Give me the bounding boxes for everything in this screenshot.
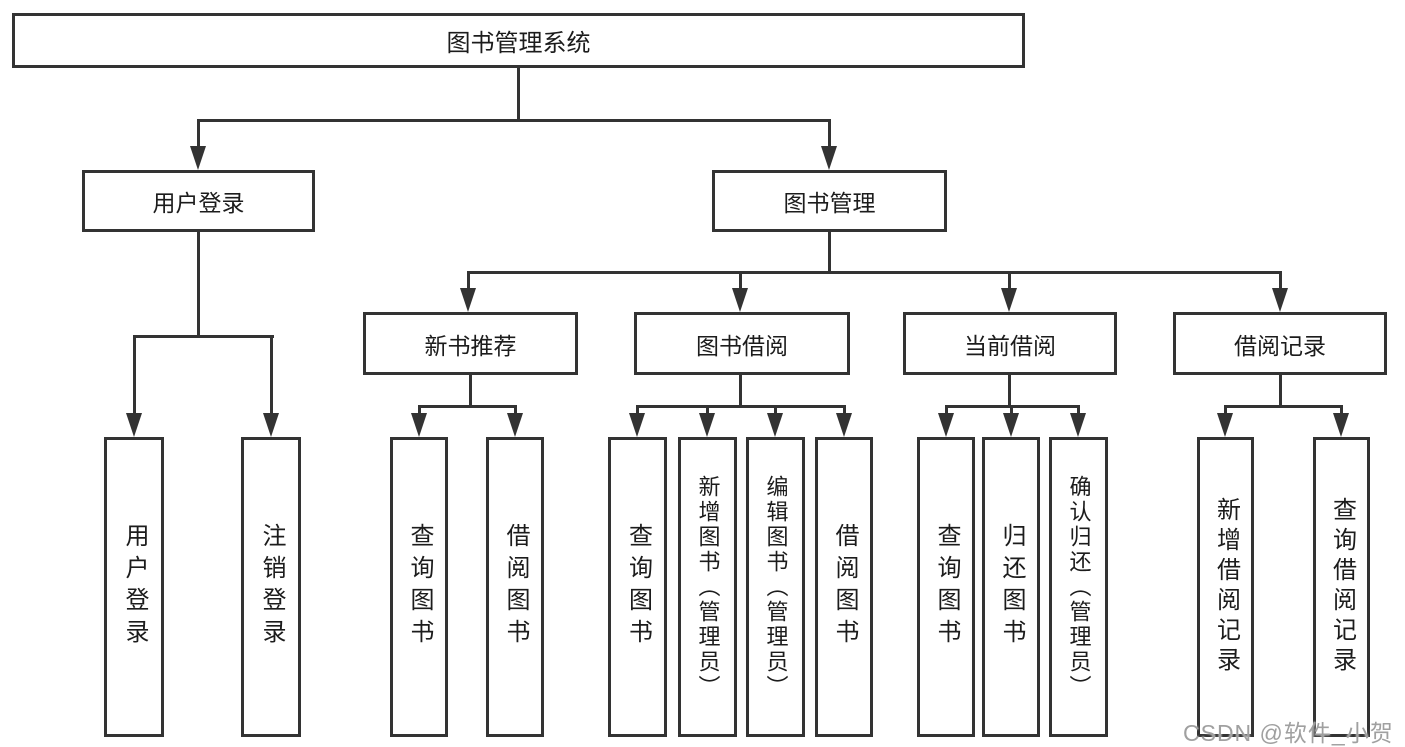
connector-stem — [270, 335, 273, 417]
leaf-confirm-return-admin: 确认归还（管理员） — [1049, 437, 1108, 737]
connector-stem — [514, 405, 517, 417]
connector-stem — [133, 335, 136, 417]
leaf-add-borrow-record: 新增借阅记录 — [1197, 437, 1254, 737]
connector-drop — [469, 375, 472, 408]
leaf-label: 编辑图书（管理员） — [763, 474, 789, 700]
connector-stem — [1077, 405, 1080, 417]
leaf-query-books: 查询图书 — [608, 437, 667, 737]
node-current-borrow: 当前借阅 — [903, 312, 1117, 375]
leaf-label: 新增图书（管理员） — [695, 474, 721, 700]
connector-stem — [467, 271, 470, 291]
node-new-book-recommend: 新书推荐 — [363, 312, 578, 375]
leaf-label: 查询图书 — [933, 523, 960, 651]
connector-stem — [1010, 405, 1013, 417]
leaf-label: 借阅图书 — [502, 523, 529, 651]
connector-stem — [1279, 271, 1282, 291]
leaf-label: 注销登录 — [258, 523, 285, 651]
leaf-label: 查询图书 — [406, 523, 433, 651]
leaf-edit-books-admin: 编辑图书（管理员） — [746, 437, 805, 737]
node-label: 图书管理系统 — [446, 30, 591, 57]
leaf-label: 确认归还（管理员） — [1066, 474, 1092, 700]
node-borrow-records: 借阅记录 — [1173, 312, 1387, 375]
connector-stem — [418, 405, 421, 417]
connector-stem — [197, 119, 200, 149]
leaf-add-books-admin: 新增图书（管理员） — [678, 437, 737, 737]
connector-drop — [1008, 375, 1011, 408]
connector-stem — [843, 405, 846, 417]
connector-rail — [1224, 405, 1343, 408]
connector-stem — [945, 405, 948, 417]
connector-userlogin-drop — [197, 232, 200, 338]
connector-rail-level2 — [197, 119, 831, 122]
node-label: 新书推荐 — [424, 332, 517, 359]
node-label: 图书管理 — [783, 190, 876, 216]
leaf-logout: 注销登录 — [241, 437, 301, 737]
node-label: 当前借阅 — [964, 332, 1056, 359]
connector-rail — [636, 405, 846, 408]
connector-root-drop — [517, 68, 520, 122]
connector-stem — [774, 405, 777, 417]
connector-stem — [739, 271, 742, 291]
leaf-query-books: 查询图书 — [390, 437, 448, 737]
leaf-label: 查询借阅记录 — [1328, 497, 1356, 677]
arrowhead-icon — [699, 413, 715, 437]
connector-stem — [828, 119, 831, 149]
connector-stem — [1224, 405, 1227, 417]
leaf-query-books: 查询图书 — [917, 437, 975, 737]
arrowhead-icon — [507, 413, 523, 437]
arrowhead-icon — [629, 413, 645, 437]
arrowhead-icon — [938, 413, 954, 437]
arrowhead-icon — [263, 413, 279, 437]
arrowhead-icon — [732, 288, 748, 312]
arrowhead-icon — [460, 288, 476, 312]
connector-rail-userlogin — [133, 335, 274, 338]
node-label: 图书借阅 — [696, 332, 788, 359]
leaf-label: 借阅图书 — [831, 523, 858, 651]
connector-stem — [636, 405, 639, 417]
leaf-label: 归还图书 — [998, 523, 1025, 651]
node-book-management: 图书管理 — [712, 170, 947, 232]
connector-drop — [739, 375, 742, 408]
leaf-return-books: 归还图书 — [982, 437, 1040, 737]
leaf-label: 新增借阅记录 — [1212, 497, 1240, 677]
leaf-borrow-books: 借阅图书 — [486, 437, 544, 737]
connector-stem — [706, 405, 709, 417]
connector-rail-level3 — [467, 271, 1282, 274]
arrowhead-icon — [190, 146, 206, 170]
connector-drop — [1279, 375, 1282, 408]
node-label: 借阅记录 — [1234, 332, 1326, 359]
node-label: 用户登录 — [152, 190, 245, 216]
node-library-system: 图书管理系统 — [12, 13, 1025, 68]
node-user-login: 用户登录 — [82, 170, 315, 232]
leaf-label: 查询图书 — [624, 523, 652, 651]
leaf-user-login: 用户登录 — [104, 437, 164, 737]
leaf-query-borrow-record: 查询借阅记录 — [1313, 437, 1370, 737]
connector-bookmgmt-drop — [828, 232, 831, 274]
leaf-borrow-books: 借阅图书 — [815, 437, 873, 737]
connector-stem — [1340, 405, 1343, 417]
arrowhead-icon — [126, 413, 142, 437]
connector-rail — [418, 405, 517, 408]
arrowhead-icon — [836, 413, 852, 437]
node-book-borrow: 图书借阅 — [634, 312, 850, 375]
arrowhead-icon — [821, 146, 837, 170]
arrowhead-icon — [411, 413, 427, 437]
leaf-label: 用户登录 — [121, 523, 148, 651]
arrowhead-icon — [1001, 288, 1017, 312]
arrowhead-icon — [1272, 288, 1288, 312]
arrowhead-icon — [1003, 413, 1019, 437]
arrowhead-icon — [1217, 413, 1233, 437]
csdn-watermark: CSDN @软件_小贺同学 — [1183, 720, 1394, 746]
connector-stem — [1008, 271, 1011, 291]
arrowhead-icon — [767, 413, 783, 437]
arrowhead-icon — [1333, 413, 1349, 437]
arrowhead-icon — [1070, 413, 1086, 437]
